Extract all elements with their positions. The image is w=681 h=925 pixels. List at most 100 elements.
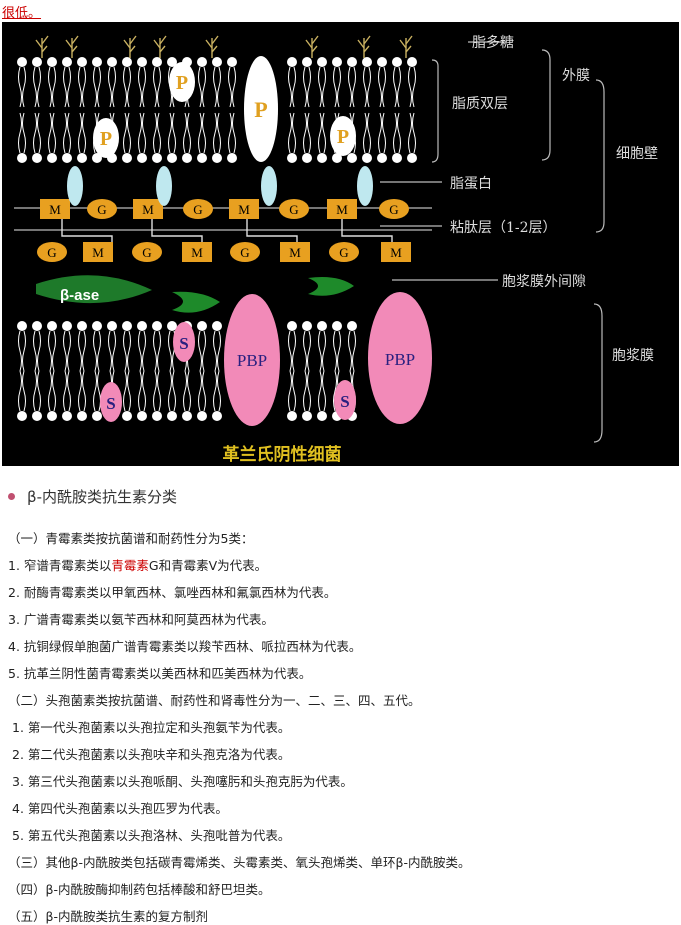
label-lipid-bilayer: 脂质双层 <box>452 96 508 112</box>
label-plasma-membrane: 胞浆膜 <box>612 348 654 364</box>
label-cell-wall: 细胞壁 <box>616 146 658 162</box>
label-lps: 脂多糖 <box>472 34 514 51</box>
lipid-tail <box>33 370 41 412</box>
lipid-head <box>47 153 57 163</box>
lipid-tail <box>228 112 236 154</box>
lipid-head <box>302 411 312 421</box>
lipid-tail <box>18 330 26 372</box>
list-item: 1. 窄谱青霉素类以青霉素G和青霉素V为代表。 <box>8 558 268 573</box>
lipid-head <box>17 57 27 67</box>
lipid-head <box>212 57 222 67</box>
lipid-tail <box>183 112 191 154</box>
highlight-link[interactable]: 青霉素 <box>111 558 149 573</box>
lipid-tail <box>303 370 311 412</box>
lipid-tail <box>213 330 221 372</box>
lipid-tail <box>63 66 71 108</box>
lipid-head <box>92 411 102 421</box>
lipid-tail <box>18 66 26 108</box>
lipid-tail <box>123 330 131 372</box>
lipid-head <box>107 321 117 331</box>
murein-m-unit: M <box>280 242 310 262</box>
lipid-head <box>317 321 327 331</box>
lipid-tail <box>33 112 41 154</box>
lipid-tail <box>138 112 146 154</box>
lipid-tail <box>198 370 206 412</box>
lipid-tail <box>318 112 326 154</box>
svg-text:M: M <box>238 202 250 217</box>
list-item: 4. 第四代头孢菌素以头孢匹罗为代表。 <box>12 801 228 816</box>
lps-sprig <box>35 35 49 58</box>
lipid-tail <box>318 370 326 412</box>
svg-text:P: P <box>254 97 267 122</box>
lipid-tail <box>348 330 356 372</box>
lipid-tail <box>288 370 296 412</box>
list-item: （五）β-内酰胺类抗生素的复方制剂 <box>8 909 208 924</box>
lipid-head <box>92 57 102 67</box>
list-item: （二）头孢菌素类按抗菌谱、耐药性和肾毒性分为一、二、三、四、五代。 <box>8 693 421 708</box>
lipid-tail <box>123 112 131 154</box>
lipid-head <box>167 57 177 67</box>
lipid-head <box>92 153 102 163</box>
lipid-tail <box>378 66 386 108</box>
svg-text:M: M <box>336 202 348 217</box>
murein-m-unit: M <box>83 242 113 262</box>
lps-sprig <box>357 35 371 58</box>
lipid-tail <box>48 370 56 412</box>
svg-text:G: G <box>289 202 298 217</box>
lipid-tail <box>93 330 101 372</box>
lipid-head <box>392 153 402 163</box>
svg-text:G: G <box>47 245 56 260</box>
lipid-head <box>47 57 57 67</box>
lipid-head <box>137 321 147 331</box>
lipid-head <box>362 153 372 163</box>
lipid-head <box>122 411 132 421</box>
label-lipoprotein: 脂蛋白 <box>450 176 492 192</box>
lipid-head <box>47 411 57 421</box>
lipid-head <box>212 153 222 163</box>
lipid-head <box>62 411 72 421</box>
lipid-tail <box>33 66 41 108</box>
lipid-head <box>167 321 177 331</box>
lipid-head <box>122 321 132 331</box>
lipid-head <box>407 153 417 163</box>
lipid-head <box>32 57 42 67</box>
svg-text:S: S <box>106 394 115 413</box>
lipid-head <box>227 153 237 163</box>
list-item: （四）β-内酰胺酶抑制药包括棒酸和舒巴坦类。 <box>8 882 271 897</box>
list-item: 4. 抗铜绿假单胞菌广谱青霉素类以羧苄西林、哌拉西林为代表。 <box>8 639 362 654</box>
svg-text:PBP: PBP <box>237 351 267 370</box>
list-item: 1. 第一代头孢菌素以头孢拉定和头孢氨苄为代表。 <box>12 720 291 735</box>
bullet-icon <box>8 493 15 500</box>
svg-text:S: S <box>340 392 349 411</box>
lipid-tail <box>318 66 326 108</box>
figure-caption: 革兰氏阴性细菌 <box>223 444 342 465</box>
lipoprotein-blob <box>67 166 83 206</box>
lipid-tail <box>78 370 86 412</box>
label-outer-membrane: 外膜 <box>562 68 590 84</box>
list-item: （三）其他β-内酰胺类包括碳青霉烯类、头霉素类、氧头孢烯类、单环β-内酰胺类。 <box>8 855 471 870</box>
lipid-head <box>62 57 72 67</box>
list-item: （一）青霉素类按抗菌谱和耐药性分为5类： <box>8 531 254 546</box>
lipid-head <box>137 411 147 421</box>
lipid-head <box>347 153 357 163</box>
lipid-head <box>152 411 162 421</box>
lps-sprig <box>399 35 413 58</box>
lipid-head <box>332 321 342 331</box>
lipid-head <box>287 57 297 67</box>
label-peptidoglycan: 粘肽层（1-2层） <box>450 220 557 236</box>
svg-text:PBP: PBP <box>385 350 415 369</box>
lipid-head <box>197 321 207 331</box>
lipid-head <box>32 321 42 331</box>
lipid-tail <box>123 370 131 412</box>
lipid-head <box>77 153 87 163</box>
lipid-head <box>167 411 177 421</box>
lipid-tail <box>213 370 221 412</box>
lipid-tail <box>288 112 296 154</box>
lipid-head <box>182 153 192 163</box>
lipid-tail <box>303 112 311 154</box>
lps-sprig <box>153 35 167 58</box>
murein-g-unit: G <box>230 242 260 262</box>
lipid-head <box>302 57 312 67</box>
continue-link[interactable]: 很低。 <box>2 6 42 21</box>
lipid-tail <box>48 330 56 372</box>
